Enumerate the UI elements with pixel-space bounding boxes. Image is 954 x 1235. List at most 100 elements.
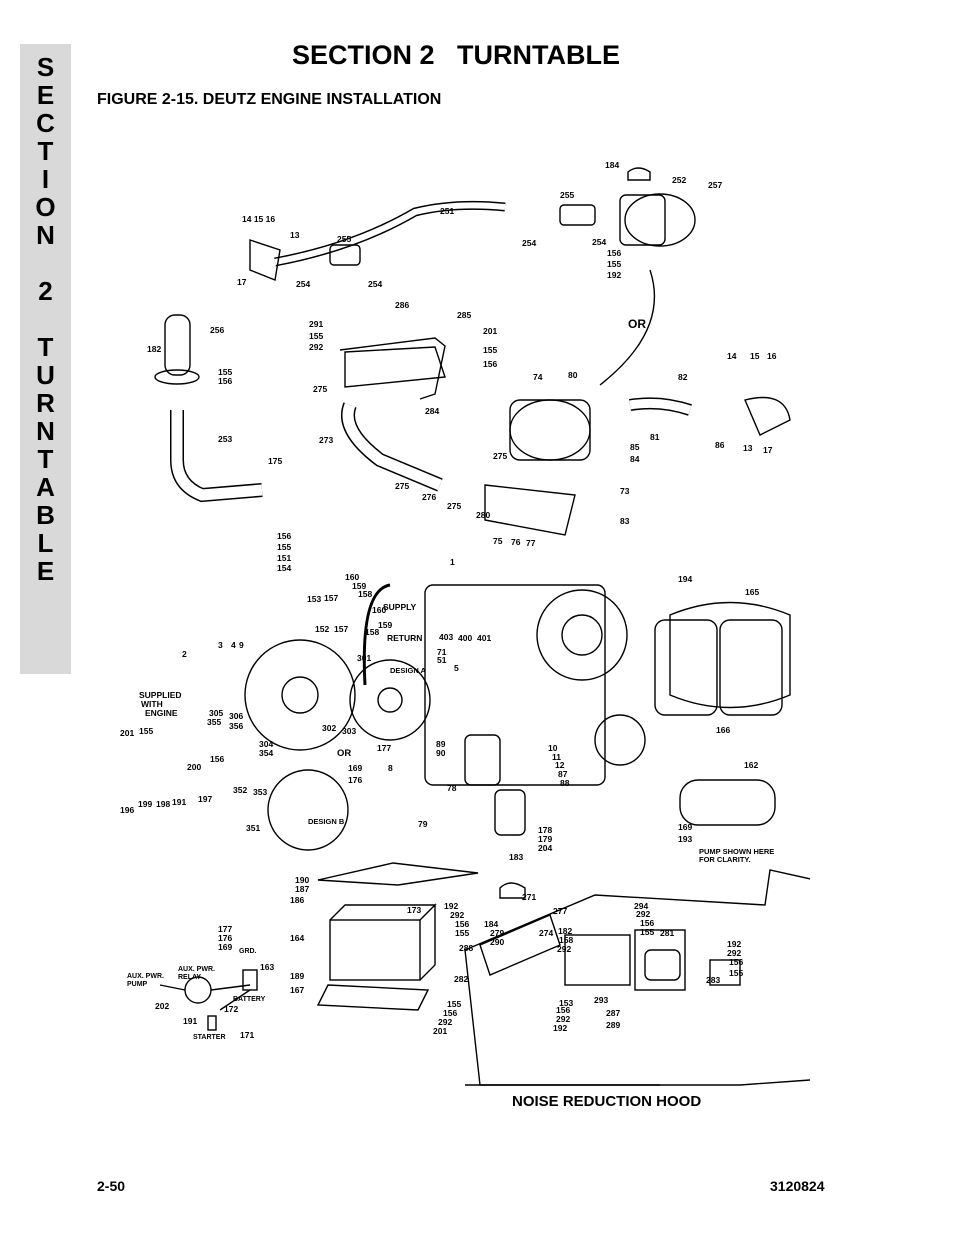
callout: 351 (246, 823, 260, 833)
callout: 274 (539, 928, 553, 938)
callout: 287 (606, 1008, 620, 1018)
callout: 254 (592, 237, 606, 247)
callout: 275 (493, 451, 507, 461)
callout: 81 (650, 432, 660, 442)
tab-letter: B (36, 500, 55, 530)
air-cleaner-drawing (624, 193, 696, 247)
callout: 251 (440, 206, 454, 216)
callout: 155 (729, 968, 743, 978)
callout: 9 (239, 640, 244, 650)
callout: 177 (377, 743, 391, 753)
callout: 156 (556, 1005, 570, 1015)
callout: 192 (727, 939, 741, 949)
callout: 155 (607, 259, 621, 269)
callout: 172 (224, 1004, 238, 1014)
tab-letter: T (37, 332, 54, 362)
callout: 182 (558, 926, 572, 936)
callout: 292 (450, 910, 464, 920)
callout: 16 (767, 351, 777, 361)
tab-letter: T (37, 136, 54, 166)
tab-letter: E (36, 80, 55, 110)
callout: 156 (483, 359, 497, 369)
callout: 169 (348, 763, 362, 773)
callout: 280 (476, 510, 490, 520)
callout: 292 (556, 1014, 570, 1024)
callout: 171 (240, 1030, 254, 1040)
callout: 352 (233, 785, 247, 795)
document-number: 3120824 (770, 1178, 825, 1194)
callout: 288 (459, 943, 473, 953)
callout: 178 (538, 825, 552, 835)
callout: 179 (538, 834, 552, 844)
callout: 200 (187, 762, 201, 772)
callout: 153 (559, 998, 573, 1008)
callout: 165 (745, 587, 759, 597)
callout: 255 (337, 234, 351, 244)
callout: 189 (290, 971, 304, 981)
callout: AUX. PWR. (178, 966, 215, 973)
callout: 201 (483, 326, 497, 336)
callout: 204 (538, 843, 552, 853)
callout: 152 (315, 624, 329, 634)
callout: RETURN (387, 633, 422, 643)
callout: 275 (395, 481, 409, 491)
callout: 202 (155, 1001, 169, 1011)
callout: ENGINE (145, 708, 178, 718)
callout: 182 (147, 344, 161, 354)
callout: 5 (454, 663, 459, 673)
callout: 292 (557, 944, 571, 954)
callout: SUPPLIED (139, 690, 182, 700)
callout: 252 (672, 175, 686, 185)
callout: 254 (296, 279, 310, 289)
tab-letter: N (36, 220, 55, 250)
callout: 197 (198, 794, 212, 804)
callout: 71 (437, 647, 447, 657)
callout: 279 (490, 928, 504, 938)
callout: OR (337, 748, 351, 759)
callout: 290 (490, 937, 504, 947)
callout: 83 (620, 516, 630, 526)
callout: 85 (630, 442, 640, 452)
callout: 160 (372, 605, 386, 615)
callout: 198 (156, 799, 170, 809)
callout: 8 (388, 763, 393, 773)
callout: 201 (120, 728, 134, 738)
callout: 276 (422, 492, 436, 502)
callout: 153 (307, 594, 321, 604)
callout: 196 (120, 805, 134, 815)
callout: 292 (727, 948, 741, 958)
callout: 3 (218, 640, 223, 650)
callout: 17 (237, 277, 247, 287)
callout: 73 (620, 486, 630, 496)
tab-letter: N (36, 416, 55, 446)
callout: PUMP SHOWN HERE (699, 847, 774, 856)
callout: 80 (568, 370, 578, 380)
callout: 273 (319, 435, 333, 445)
callout: 302 (322, 723, 336, 733)
callout: 157 (334, 624, 348, 634)
callout: 156 (210, 754, 224, 764)
callout: 184 (605, 160, 619, 170)
tab-letter: T (37, 444, 54, 474)
callout: 303 (342, 726, 356, 736)
callout: 253 (218, 434, 232, 444)
callout: 78 (447, 783, 457, 793)
callout: 86 (715, 440, 725, 450)
callout: 17 (763, 445, 773, 455)
callout: 256 (210, 325, 224, 335)
figure-title: FIGURE 2-15. DEUTZ ENGINE INSTALLATION (97, 91, 442, 108)
callout: 169 (218, 942, 232, 952)
page-title: SECTION 2 TURNTABLE (292, 40, 621, 70)
callout: 156 (455, 919, 469, 929)
tab-letter: C (36, 108, 55, 138)
callout: PUMP (127, 981, 148, 988)
callout: 292 (438, 1017, 452, 1027)
callout: 2 (182, 649, 187, 659)
callout: 176 (348, 775, 362, 785)
callout: 289 (606, 1020, 620, 1030)
callout: 159 (352, 581, 366, 591)
section-tab: S E C T I O N 2 T U R N T A B L E (20, 44, 71, 674)
tab-letter: L (37, 528, 54, 558)
callout: 13 (743, 443, 753, 453)
callout: 282 (454, 974, 468, 984)
